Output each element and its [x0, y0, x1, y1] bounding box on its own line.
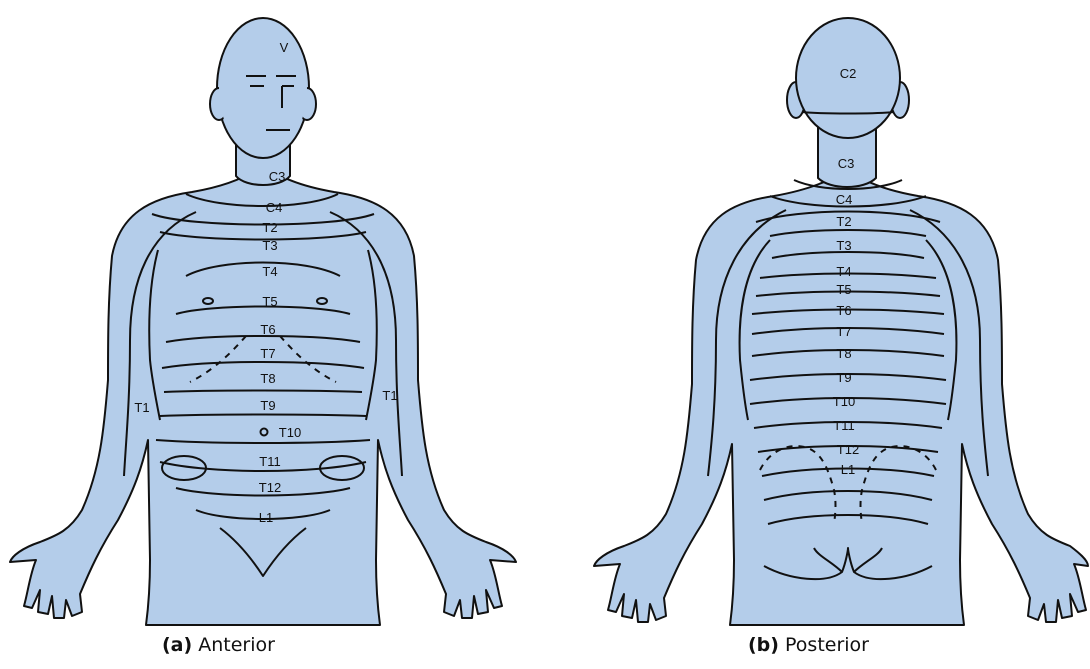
label-posterior-t10: T10: [833, 394, 855, 409]
label-posterior-t11: T11: [833, 418, 854, 433]
label-posterior-t4: T4: [836, 264, 851, 279]
label-anterior-c3: C3: [269, 169, 286, 184]
label-posterior-t12: T12: [837, 442, 859, 457]
label-posterior-t2: T2: [836, 214, 851, 229]
label-posterior-t8: T8: [836, 346, 851, 361]
label-anterior-t8: T8: [260, 371, 275, 386]
label-posterior-t5: T5: [836, 282, 851, 297]
label-anterior-t7: T7: [260, 346, 275, 361]
label-anterior-t9: T9: [260, 398, 275, 413]
posterior-figure: [594, 18, 1088, 625]
label-anterior-t1-right: T1: [382, 388, 397, 403]
posterior-caption-text: Posterior: [785, 634, 869, 656]
label-posterior-c2: C2: [840, 66, 857, 81]
label-anterior-c4: C4: [266, 200, 283, 215]
label-posterior-t3: T3: [836, 238, 851, 253]
label-anterior-t3: T3: [262, 238, 277, 253]
label-anterior-v: V: [280, 40, 289, 55]
posterior-caption: (b) Posterior: [748, 634, 869, 656]
posterior-caption-letter: (b): [748, 634, 779, 656]
label-anterior-t2: T2: [262, 220, 277, 235]
label-anterior-t12: T12: [259, 480, 281, 495]
label-posterior-l1: L1: [841, 462, 855, 477]
label-posterior-t6: T6: [836, 303, 851, 318]
label-posterior-c3: C3: [838, 156, 855, 171]
anterior-caption-text: Anterior: [198, 634, 275, 656]
label-anterior-t11: T11: [259, 454, 280, 469]
label-anterior-t10: T10: [279, 425, 301, 440]
label-posterior-t7: T7: [836, 324, 851, 339]
label-posterior-t9: T9: [836, 370, 851, 385]
anterior-caption-letter: (a): [162, 634, 192, 656]
label-posterior-c4: C4: [836, 192, 853, 207]
label-anterior-t4: T4: [262, 264, 277, 279]
label-anterior-t6: T6: [260, 322, 275, 337]
label-anterior-t1-left: T1: [134, 400, 149, 415]
label-anterior-l1: L1: [259, 510, 273, 525]
label-anterior-t5: T5: [262, 294, 277, 309]
anterior-caption: (a) Anterior: [162, 634, 275, 656]
